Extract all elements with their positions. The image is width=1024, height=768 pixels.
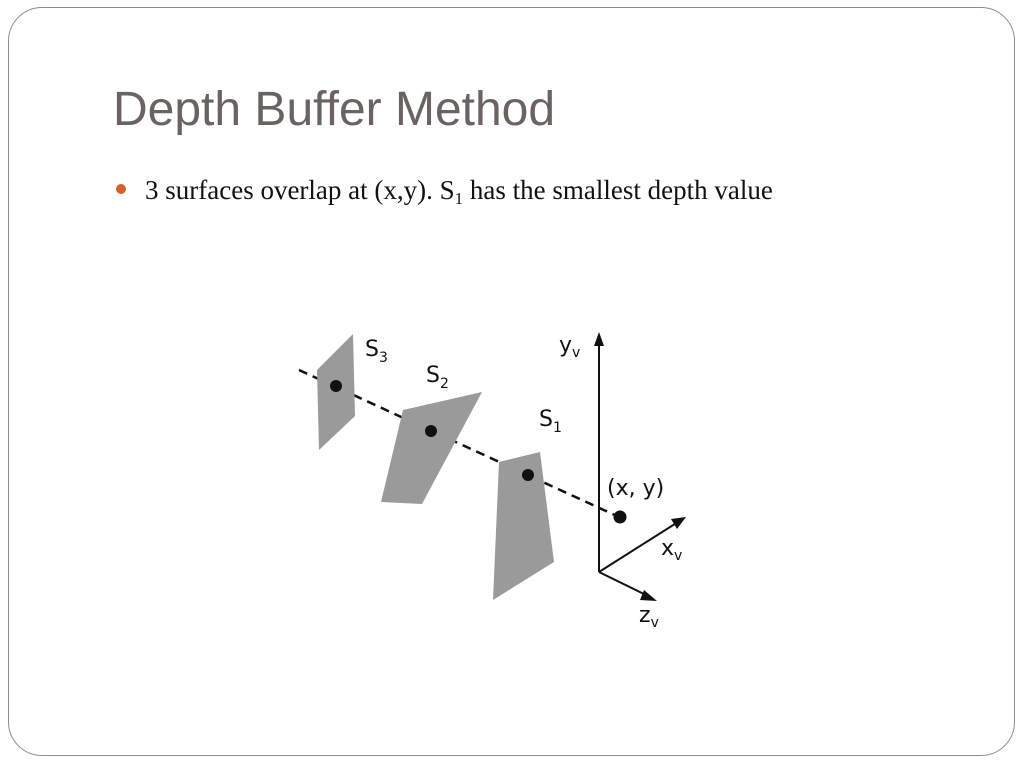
point-label: (x, y) xyxy=(607,476,664,501)
surface-s1-letter: S xyxy=(539,407,553,432)
z-axis xyxy=(598,571,651,598)
depth-buffer-diagram: S3 S2 S1 (x, y) yv xv zv xyxy=(295,322,695,642)
slide-title: Depth Buffer Method xyxy=(113,83,556,136)
diagram-svg: S3 S2 S1 (x, y) yv xv zv xyxy=(298,332,686,631)
x-axis-label: xv xyxy=(661,536,682,564)
z-axis-sub: v xyxy=(651,615,659,631)
y-axis-label: yv xyxy=(559,333,580,361)
screen-point xyxy=(613,510,627,524)
x-axis-sub: v xyxy=(674,548,682,564)
surface-s1-index: 1 xyxy=(553,420,562,436)
x-axis-arrow-icon xyxy=(671,517,686,529)
surface-s2-label: S2 xyxy=(426,363,449,392)
bullet-text-suffix: has the smallest depth value xyxy=(463,175,773,205)
y-axis-arrow-icon xyxy=(594,332,604,346)
bullet-text: 3 surfaces overlap at (x,y). S1 has the … xyxy=(145,171,773,209)
x-axis xyxy=(598,521,679,573)
intersection-point-s2 xyxy=(425,425,437,437)
intersection-point-s3 xyxy=(330,380,342,392)
bullet-text-subscript: 1 xyxy=(454,189,464,208)
slide-frame xyxy=(8,7,1015,756)
x-axis-letter: x xyxy=(661,536,674,561)
z-axis-letter: z xyxy=(639,603,651,628)
bullet-text-prefix: 3 surfaces overlap at (x,y). S xyxy=(145,175,455,205)
y-axis-letter: y xyxy=(559,333,572,358)
surface-s2-index: 2 xyxy=(440,376,449,392)
y-axis-sub: v xyxy=(572,345,580,361)
surface-s2-letter: S xyxy=(426,363,440,388)
z-axis-label: zv xyxy=(639,603,659,631)
projection-line xyxy=(298,368,620,519)
z-axis-arrow-icon xyxy=(640,590,657,601)
surface-s1 xyxy=(493,452,554,600)
bullet-dot-icon xyxy=(116,184,126,194)
surface-s3-label: S3 xyxy=(365,337,388,366)
surface-s3-index: 3 xyxy=(379,350,388,366)
surface-s3-letter: S xyxy=(365,337,379,362)
intersection-point-s1 xyxy=(522,469,534,481)
surface-s2 xyxy=(381,392,482,504)
surface-s1-label: S1 xyxy=(539,407,562,436)
